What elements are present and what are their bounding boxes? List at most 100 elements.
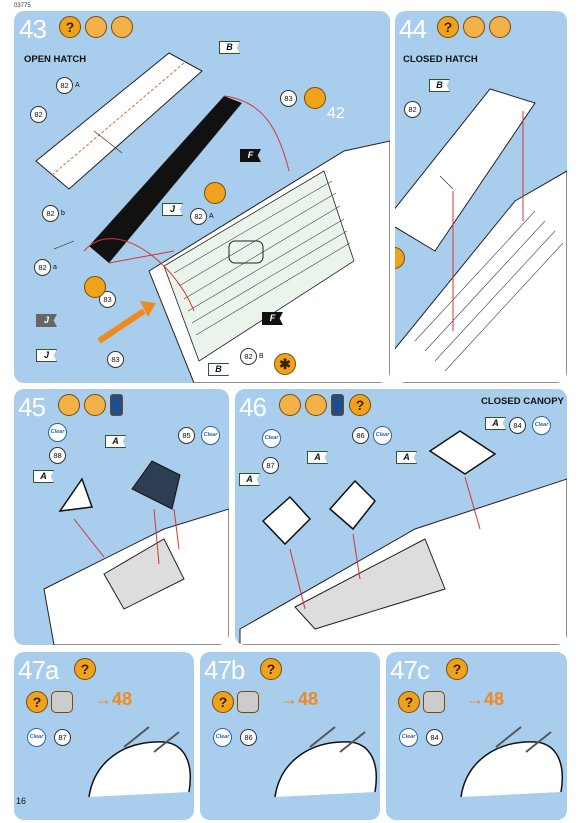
part-82: 82 <box>404 101 421 118</box>
part-82: 82 <box>34 259 51 276</box>
step-44-panel: 44 ? CLOSED HATCH B 82 42 <box>395 11 567 383</box>
question-icon: ? <box>437 16 459 38</box>
canopy-drawing <box>88 726 191 798</box>
step-number: 45 <box>18 392 46 422</box>
clear-icon: Clear <box>48 423 67 442</box>
clear-icon: Clear <box>27 728 46 747</box>
part-suffix: A <box>209 213 214 220</box>
color-flag-a: A <box>105 435 126 448</box>
part-suffix: B <box>259 353 264 360</box>
part-82: 82 <box>30 106 47 123</box>
arrow-icon: → <box>466 689 484 709</box>
color-flag-j: J <box>162 203 183 216</box>
part-82: 82 <box>42 205 59 222</box>
page-number: 16 <box>16 796 27 806</box>
bottle-icon <box>423 691 445 713</box>
rotate-icon <box>204 182 226 204</box>
part-suffix: A <box>75 82 80 89</box>
step-number: 46 <box>239 392 267 422</box>
color-flag-a: A <box>239 473 260 486</box>
part-87: 87 <box>262 457 279 474</box>
clear-icon: Clear <box>532 416 551 435</box>
color-flag-a: A <box>485 417 506 430</box>
part-83: 83 <box>280 90 297 107</box>
question-icon: ? <box>59 16 81 38</box>
color-flag-a: A <box>307 451 328 464</box>
glue-icon <box>58 394 80 416</box>
kit-code: 03775 <box>14 3 31 9</box>
question-icon: ? <box>26 691 48 713</box>
color-flag-b: B <box>219 41 240 54</box>
color-flag-a: A <box>396 451 417 464</box>
question-icon: ? <box>349 394 371 416</box>
reference-number: 42 <box>517 341 535 358</box>
color-flag-b: B <box>429 79 450 92</box>
go-to-step-number: 48 <box>112 689 133 709</box>
rotate-icon <box>84 276 106 298</box>
clear-icon: Clear <box>373 426 392 445</box>
step-44-drawing <box>395 88 567 383</box>
step-43-panel: 43 ? OPEN HATCH 42 82 A 82 82 b 82 a 82 … <box>14 11 390 383</box>
part-86: 86 <box>240 729 257 746</box>
part-86: 86 <box>352 427 369 444</box>
clear-icon: Clear <box>399 728 418 747</box>
part-82: 82 <box>190 208 207 225</box>
canopy-drawing <box>274 726 377 798</box>
go-to-step: →48 <box>280 689 318 710</box>
question-icon: ? <box>398 691 420 713</box>
canopy-drawing <box>460 726 563 798</box>
step-45-panel: 45 Clear 88 A A 85 Clear <box>14 389 229 645</box>
color-flag-a: A <box>33 470 54 483</box>
paint-bottle-icon <box>110 394 123 416</box>
go-to-step: →48 <box>94 689 132 710</box>
bottle-icon <box>51 691 73 713</box>
paint-icon <box>111 16 133 38</box>
step-number: 47c <box>390 655 430 685</box>
step-46-drawing <box>239 430 567 645</box>
step-title: CLOSED CANOPY <box>481 396 564 407</box>
step-number: 47b <box>204 655 245 685</box>
color-flag-b: B <box>208 363 229 376</box>
step-number: 44 <box>399 14 427 44</box>
clear-icon: Clear <box>213 728 232 747</box>
question-icon: ? <box>74 658 96 680</box>
question-icon: ? <box>260 658 282 680</box>
clear-icon: Clear <box>201 426 220 445</box>
paint-icon <box>489 16 511 38</box>
step-47c-panel: 47c ? ? →48 Clear 84 <box>386 652 567 820</box>
step-number: 47a <box>18 655 59 685</box>
paint-icon <box>305 394 327 416</box>
part-85: 85 <box>178 427 195 444</box>
paint-icon <box>84 394 106 416</box>
step-title: OPEN HATCH <box>24 54 87 65</box>
part-84: 84 <box>426 729 443 746</box>
question-icon: ? <box>446 658 468 680</box>
go-to-step-number: 48 <box>298 689 319 709</box>
color-flag-j: J <box>36 314 57 327</box>
part-82: 82 <box>240 348 257 365</box>
part-82: 82 <box>56 77 73 94</box>
bottle-icon <box>237 691 259 713</box>
arrow-icon: → <box>94 689 112 709</box>
part-suffix: b <box>61 210 65 217</box>
glue-icon <box>463 16 485 38</box>
question-icon: ? <box>212 691 234 713</box>
step-47a-panel: 47a ? ? →48 Clear 87 <box>14 652 194 820</box>
step-45-drawing <box>43 460 229 645</box>
step-number: 43 <box>19 14 47 44</box>
part-83: 83 <box>99 291 116 308</box>
part-88: 88 <box>49 447 66 464</box>
part-suffix: a <box>53 264 57 271</box>
asterisk-icon: ✱ <box>274 353 296 375</box>
glue-icon <box>279 394 301 416</box>
color-flag-f: F <box>262 312 283 325</box>
paint-bottle-icon <box>331 394 344 416</box>
step-47b-panel: 47b ? ? →48 Clear 86 <box>200 652 380 820</box>
step-46-panel: 46 ? CLOSED CANOPY Clear 87 A A 86 Clear… <box>235 389 567 645</box>
part-84: 84 <box>509 417 526 434</box>
color-flag-j: J <box>36 349 57 362</box>
clear-icon: Clear <box>262 429 281 448</box>
reference-number: 42 <box>327 105 345 122</box>
part-87: 87 <box>54 729 71 746</box>
arrow-icon: → <box>280 689 298 709</box>
